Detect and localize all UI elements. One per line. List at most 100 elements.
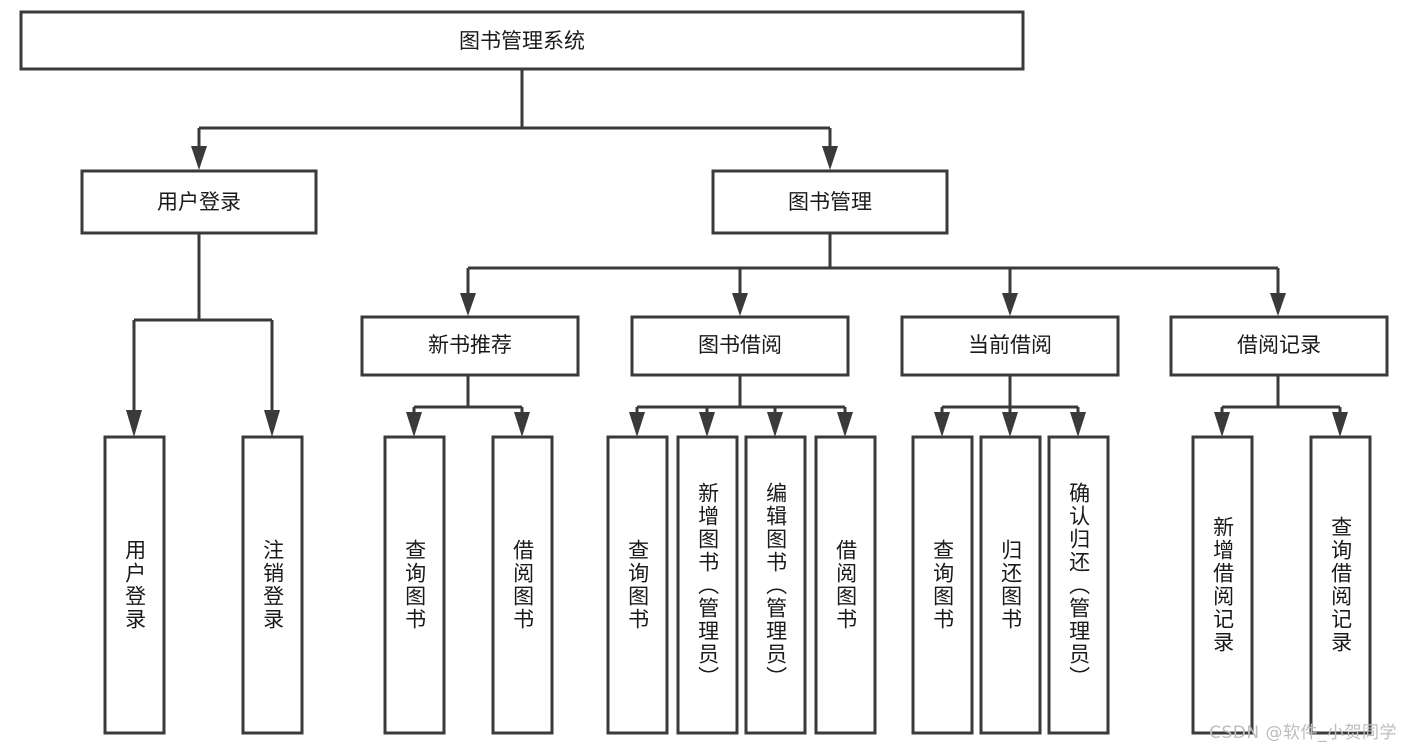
arrow-head-icon (1002, 412, 1018, 437)
leaf-book-borrow-1[interactable]: 查询图书 (606, 435, 669, 735)
arrow-head-icon (191, 146, 207, 170)
node-user-login[interactable]: 用户登录 (80, 169, 318, 235)
arrow-head-icon (1002, 293, 1018, 316)
leaf-box[interactable] (491, 435, 554, 735)
leaf-box[interactable] (1309, 435, 1372, 735)
arrow-head-icon (1214, 412, 1230, 437)
leaf-current-borrow-3[interactable]: 确认归还（管理员） (1047, 435, 1110, 735)
leaf-label-container: 新增借阅记录 (1210, 516, 1235, 654)
leaf-borrow-record-2[interactable]: 查询借阅记录 (1309, 435, 1372, 735)
arrow-head-icon (514, 412, 530, 437)
leaf-user-login-1[interactable]: 用户登录 (103, 435, 166, 735)
leaf-label-container: 查询借阅记录 (1328, 516, 1353, 654)
leaf-label: 查询图书 (625, 539, 650, 631)
leaf-label: 查询图书 (930, 539, 955, 631)
leaf-borrow-record-1[interactable]: 新增借阅记录 (1191, 435, 1254, 735)
connector-root-to-level2 (191, 70, 838, 170)
node-book-management-label: 图书管理 (788, 190, 872, 214)
arrow-head-icon (767, 412, 783, 437)
connector-newbook-to-leaves (406, 375, 530, 437)
connector-currentborrow-to-leaves (934, 375, 1086, 437)
arrow-head-icon (934, 412, 950, 437)
csdn-watermark: CSDN @软件_小贺同学 (1209, 723, 1397, 743)
connector-userlogin-to-leaves (126, 233, 280, 437)
node-new-book-recommend-label: 新书推荐 (428, 333, 512, 357)
arrow-head-icon (126, 410, 142, 437)
node-new-book-recommend[interactable]: 新书推荐 (360, 315, 580, 377)
connector-bookborrow-to-leaves (629, 375, 853, 437)
leaf-box[interactable] (241, 435, 304, 735)
leaf-label: 新增借阅记录 (1210, 516, 1235, 654)
node-borrow-record-label: 借阅记录 (1237, 333, 1321, 357)
leaf-box[interactable] (979, 435, 1042, 735)
leaf-box[interactable] (744, 435, 807, 735)
leaf-label: 归还图书 (998, 539, 1023, 631)
arrow-head-icon (732, 293, 748, 316)
leaf-label-container: 新增图书（管理员） (695, 481, 720, 689)
leaf-new-book-1[interactable]: 查询图书 (383, 435, 446, 735)
leaf-box[interactable] (1047, 435, 1110, 735)
leaf-box[interactable] (103, 435, 166, 735)
leaf-label-container: 借阅图书 (510, 539, 535, 631)
leaf-current-borrow-2[interactable]: 归还图书 (979, 435, 1042, 735)
node-book-borrow[interactable]: 图书借阅 (630, 315, 850, 377)
leaf-box[interactable] (911, 435, 974, 735)
leaf-label: 用户登录 (122, 539, 147, 631)
leaf-label-container: 注销登录 (261, 539, 285, 631)
connector-borrowrecord-to-leaves (1214, 375, 1348, 437)
leaf-label-container: 借阅图书 (833, 539, 858, 631)
leaf-label: 新增图书（管理员） (695, 481, 720, 689)
leaf-user-login-2[interactable]: 注销登录 (241, 435, 304, 735)
leaf-box[interactable] (814, 435, 877, 735)
node-root-box[interactable] (19, 10, 1025, 71)
connector-bookmgmt-to-level3 (460, 233, 1286, 316)
node-book-borrow-box[interactable] (630, 315, 850, 377)
arrow-head-icon (699, 412, 715, 437)
leaf-label: 借阅图书 (833, 539, 858, 631)
node-borrow-record[interactable]: 借阅记录 (1169, 315, 1389, 377)
node-user-login-label: 用户登录 (157, 190, 241, 214)
node-current-borrow[interactable]: 当前借阅 (900, 315, 1120, 377)
node-current-borrow-box[interactable] (900, 315, 1120, 377)
arrow-head-icon (406, 412, 422, 437)
node-book-management[interactable]: 图书管理 (711, 169, 949, 235)
leaf-label-container: 查询图书 (625, 539, 650, 631)
leaf-label-container: 查询图书 (402, 539, 427, 631)
leaf-box[interactable] (676, 435, 739, 735)
leaf-label: 编辑图书（管理员） (763, 481, 788, 689)
arrow-head-icon (629, 412, 645, 437)
leaf-box[interactable] (606, 435, 669, 735)
arrow-head-icon (822, 146, 838, 170)
leaf-book-borrow-4[interactable]: 借阅图书 (814, 435, 877, 735)
leaf-label: 确认归还（管理员） (1066, 481, 1091, 689)
leaf-label: 查询借阅记录 (1328, 516, 1353, 654)
node-user-login-box[interactable] (80, 169, 318, 235)
leaf-label-container: 用户登录 (122, 539, 147, 631)
leaf-new-book-2[interactable]: 借阅图书 (491, 435, 554, 735)
leaf-label-container: 编辑图书（管理员） (763, 481, 788, 689)
leaf-label-container: 归还图书 (998, 539, 1023, 631)
leaf-box[interactable] (383, 435, 446, 735)
leaf-label: 借阅图书 (510, 539, 535, 631)
leaf-current-borrow-1[interactable]: 查询图书 (911, 435, 974, 735)
leaf-label-container: 确认归还（管理员） (1066, 481, 1091, 689)
leaf-label-container: 查询图书 (930, 539, 955, 631)
arrow-head-icon (460, 293, 476, 316)
arrow-head-icon (264, 410, 280, 437)
arrow-head-icon (1270, 293, 1286, 316)
leaf-book-borrow-2[interactable]: 新增图书（管理员） (676, 435, 739, 735)
leaf-book-borrow-3[interactable]: 编辑图书（管理员） (744, 435, 807, 735)
node-borrow-record-box[interactable] (1169, 315, 1389, 377)
leaf-box[interactable] (1191, 435, 1254, 735)
node-book-borrow-label: 图书借阅 (698, 333, 782, 357)
arrow-head-icon (1070, 412, 1086, 437)
node-root[interactable]: 图书管理系统 (19, 10, 1025, 71)
node-new-book-recommend-box[interactable] (360, 315, 580, 377)
node-root-label: 图书管理系统 (459, 29, 585, 53)
arrow-head-icon (1332, 412, 1348, 437)
node-book-management-box[interactable] (711, 169, 949, 235)
arrow-head-icon (837, 412, 853, 437)
leaf-label: 查询图书 (402, 539, 427, 631)
